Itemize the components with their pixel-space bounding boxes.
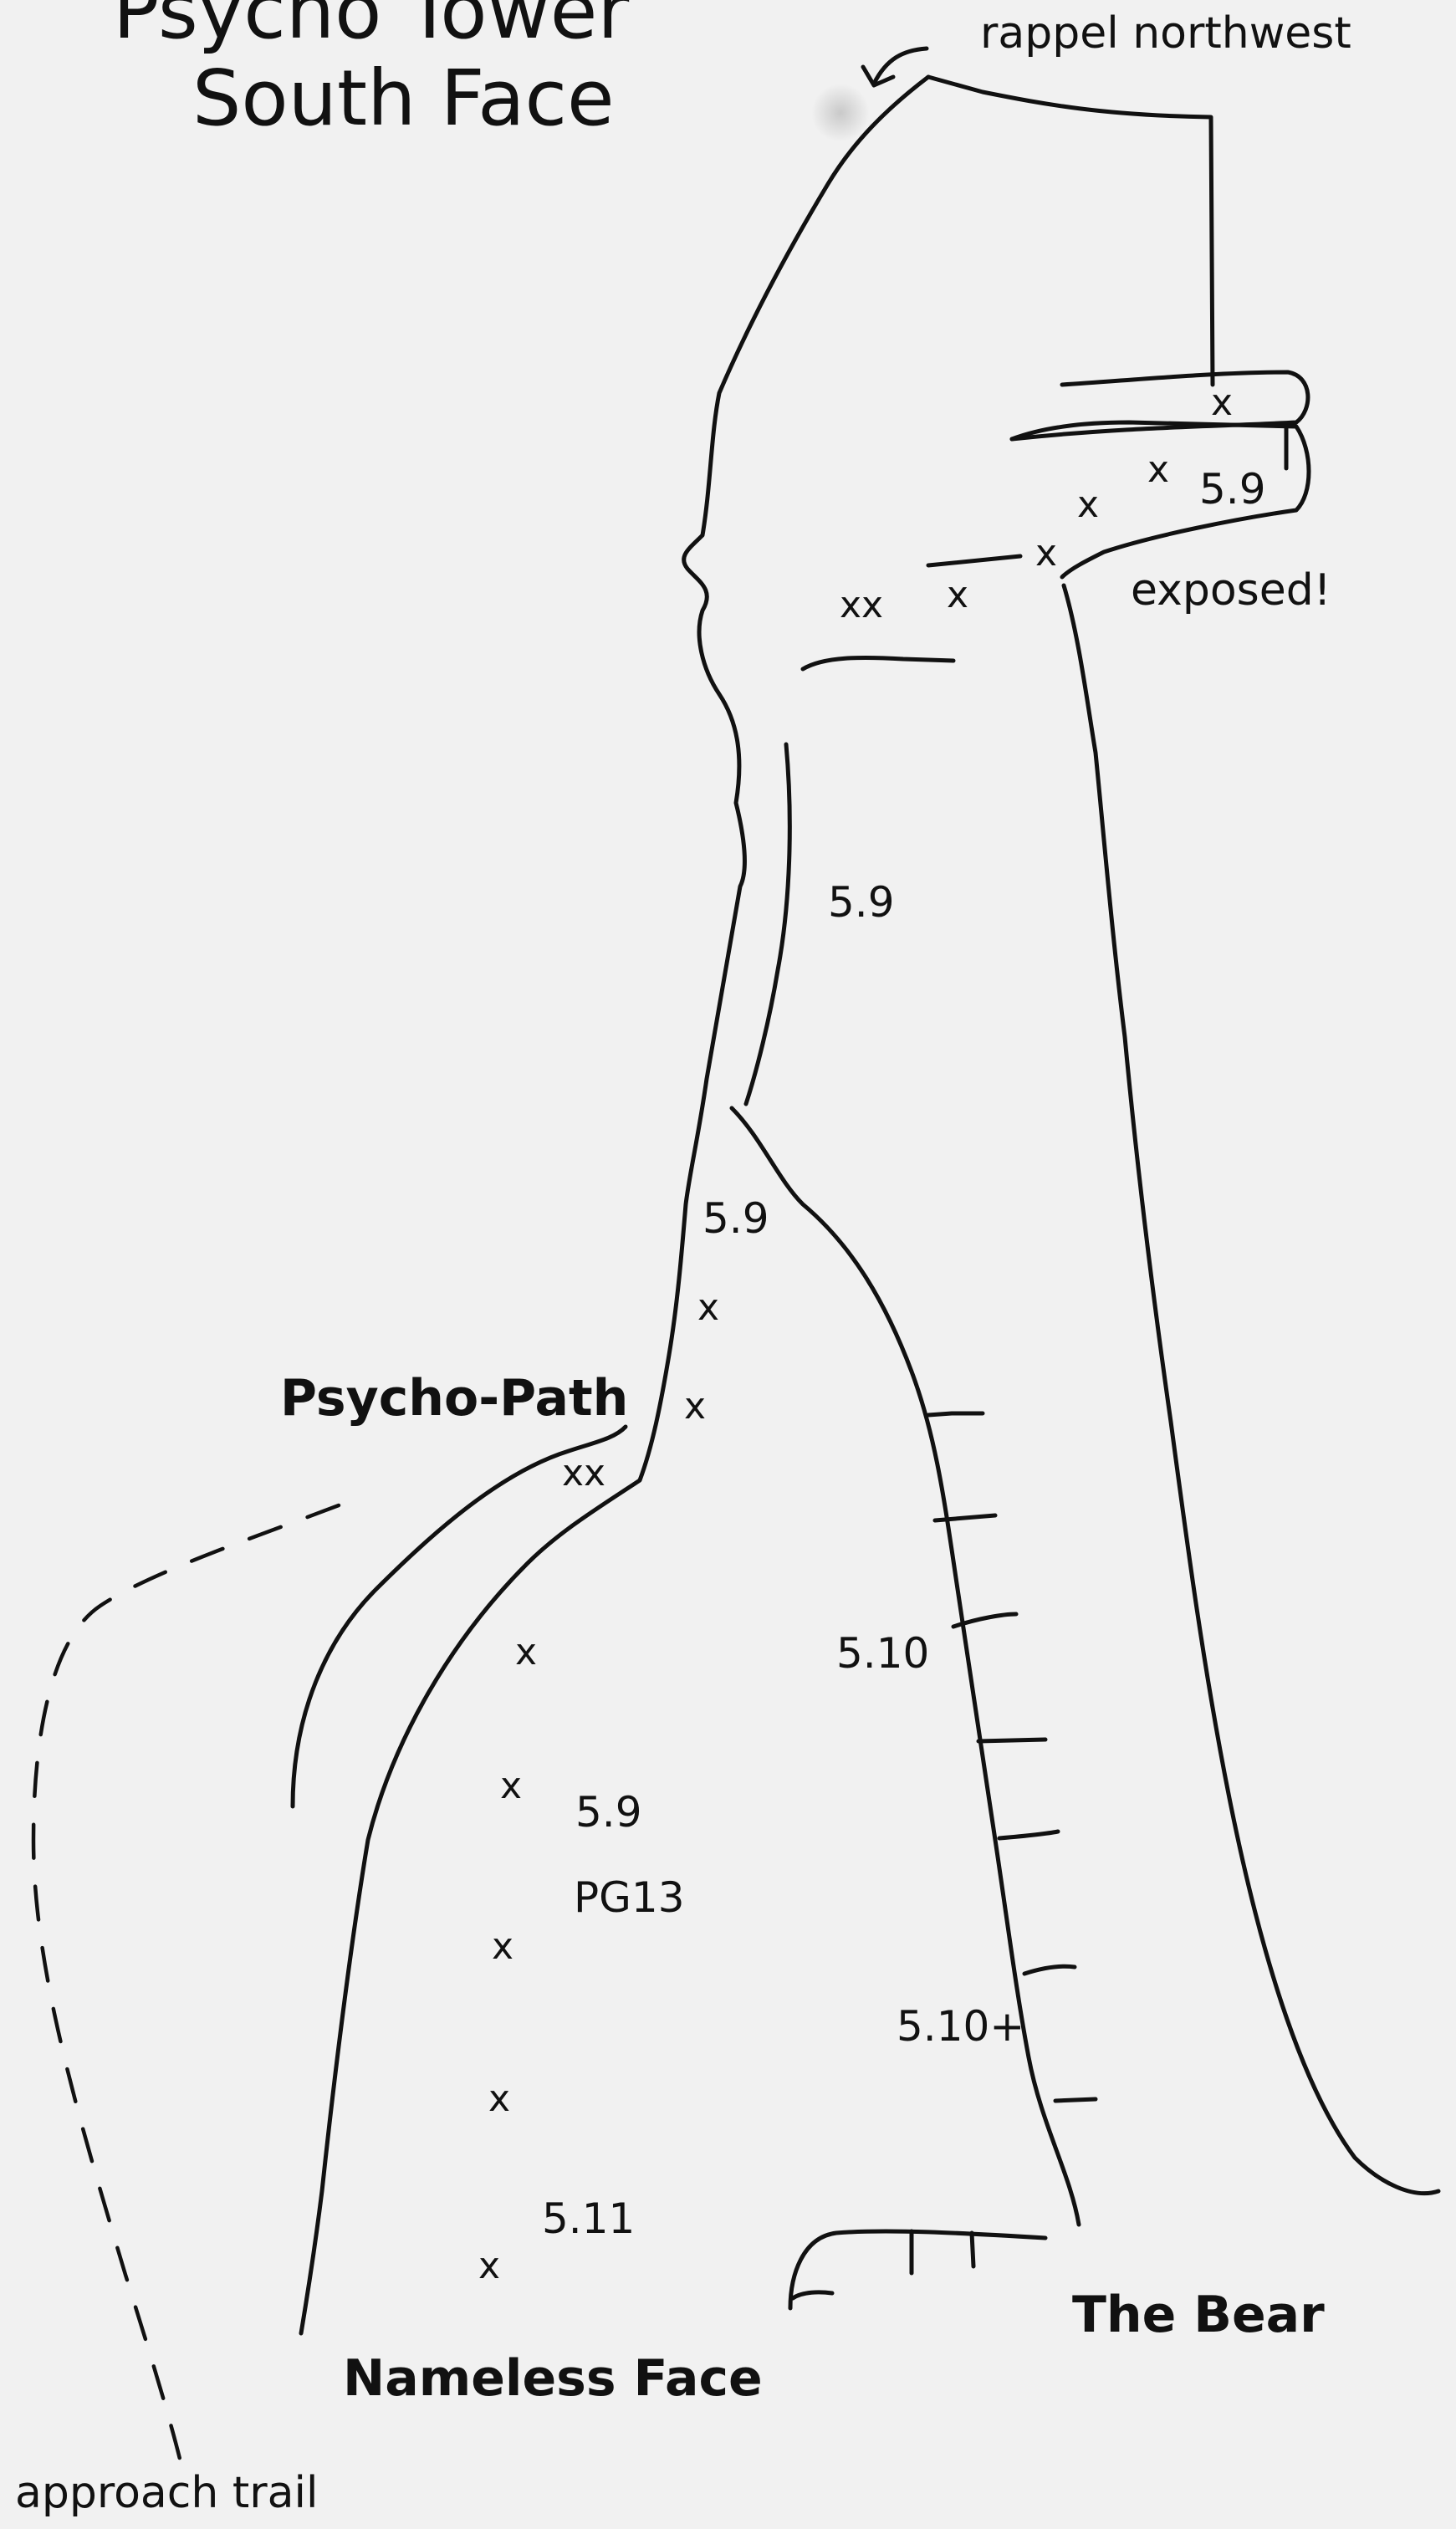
grade-nameless-low: 5.11	[542, 2198, 635, 2240]
grade-bear-upper: 5.10+	[897, 2005, 1024, 2047]
double-bolt-marker: xx	[840, 587, 883, 624]
smudge-mark	[811, 84, 870, 142]
bolt-marker: x	[1035, 535, 1057, 572]
route-the-bear: The Bear	[1072, 2290, 1325, 2340]
bolt-marker: x	[500, 1768, 522, 1805]
approach-trail-label: approach trail	[15, 2471, 318, 2515]
approach-trail	[33, 1505, 339, 2459]
grade-nameless-mid: 5.9	[575, 1791, 642, 1833]
bolt-marker: x	[684, 1388, 706, 1425]
bear-tick-6	[1024, 1966, 1075, 1974]
bolt-marker: x	[1147, 452, 1169, 488]
ledge-under	[803, 657, 953, 669]
route-nameless-face: Nameless Face	[343, 2353, 763, 2404]
diagram-title-line1: Psycho Tower	[113, 0, 629, 50]
bear-tick-4	[978, 1740, 1045, 1741]
upper-crack	[746, 744, 789, 1104]
bear-base-tick-2	[972, 2233, 973, 2266]
bolt-marker: x	[478, 2248, 500, 2285]
grade-upper-crack: 5.9	[828, 881, 895, 923]
tower-right-edge	[1064, 585, 1438, 2194]
bear-tick-7	[1055, 2099, 1096, 2101]
grade-bear-lower: 5.10	[836, 1632, 929, 1674]
bear-tick-2	[935, 1515, 995, 1520]
bolt-marker: x	[1211, 385, 1233, 422]
tower-top-edge	[928, 77, 1213, 385]
rappel-arrow	[874, 49, 927, 84]
bear-base	[790, 2231, 1045, 2308]
double-bolt-marker: xx	[562, 1455, 605, 1492]
exposed-note: exposed!	[1131, 569, 1331, 612]
bolt-marker: x	[488, 2081, 510, 2118]
grade-top-ledge: 5.9	[1199, 468, 1266, 510]
grade-nameless-pg: PG13	[574, 1877, 685, 1918]
tower-left-edge	[301, 77, 928, 2333]
grade-mid-path: 5.9	[702, 1198, 769, 1239]
bolt-marker: x	[1077, 487, 1099, 524]
bear-tick-1	[928, 1413, 983, 1415]
bolt-marker: x	[947, 577, 968, 614]
bolt-marker: x	[492, 1929, 513, 1965]
bear-tick-5	[999, 1832, 1058, 1838]
diagram-title-line2: South Face	[192, 60, 615, 137]
ledge-bolt-line	[928, 556, 1020, 565]
bolt-marker: x	[515, 1634, 537, 1671]
bolt-marker: x	[697, 1290, 719, 1326]
bear-base-tick-3	[793, 2292, 832, 2298]
route-psycho-path: Psycho-Path	[280, 1373, 628, 1423]
rappel-note: rappel northwest	[980, 12, 1351, 55]
